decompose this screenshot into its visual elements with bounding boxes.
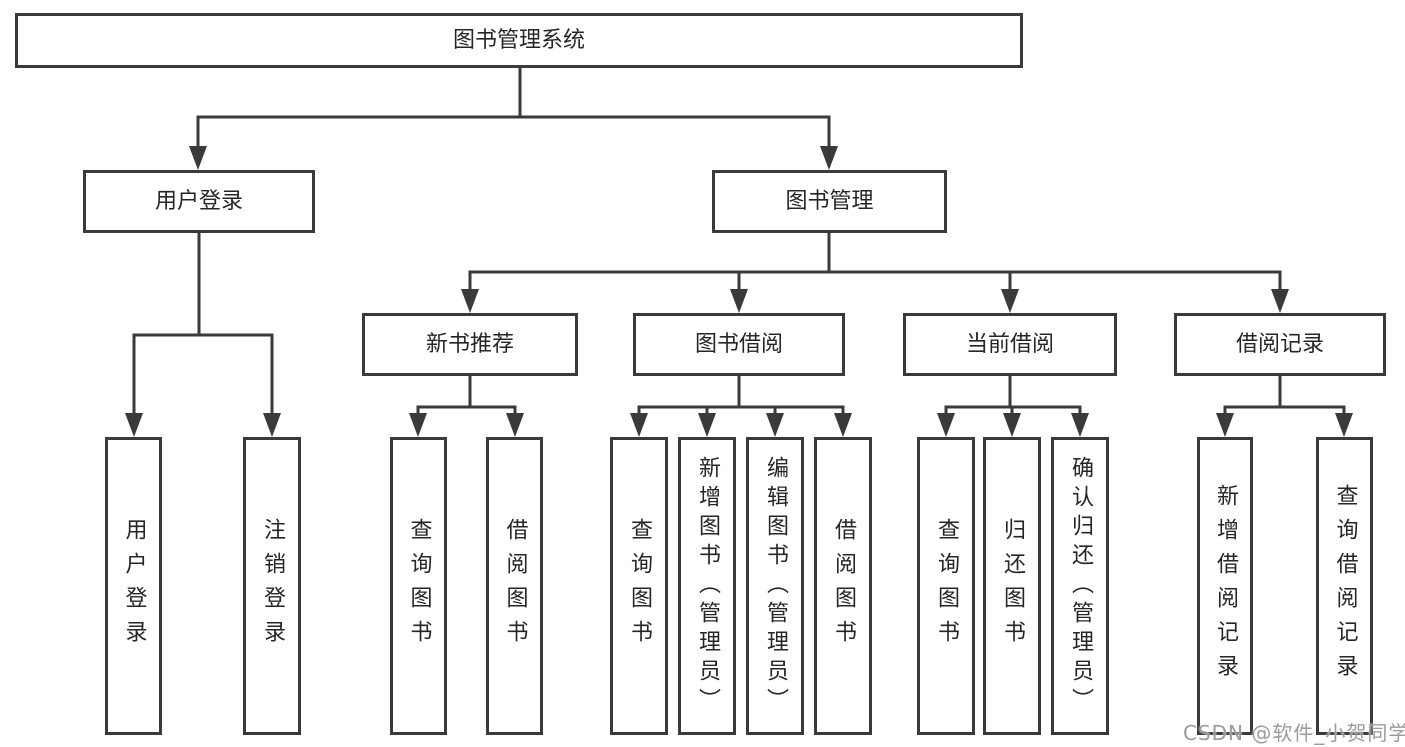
node-label: 归还图书 <box>1000 518 1025 654</box>
node-label: 借阅记录 <box>1235 331 1324 357</box>
node-label: 图书管理系统 <box>452 27 585 53</box>
leaf-current-query-books: 查询图书 <box>917 437 975 735</box>
arrow-down-icon <box>189 146 207 170</box>
arrow-down-icon <box>766 413 784 437</box>
arrow-down-icon <box>698 413 716 437</box>
arrow-down-icon <box>125 413 143 437</box>
arrow-down-icon <box>1003 413 1021 437</box>
arrow-down-icon <box>937 413 955 437</box>
leaf-current-return-books: 归还图书 <box>983 437 1041 735</box>
arrow-down-icon <box>820 146 838 170</box>
node-label: 图书管理 <box>785 188 874 214</box>
node-label: 确认归还（管理员） <box>1068 455 1093 717</box>
leaf-current-confirm-return-admin: 确认归还（管理员） <box>1051 437 1109 735</box>
leaf-borrowing-edit-books-admin: 编辑图书（管理员） <box>746 437 804 735</box>
node-label: 借阅图书 <box>502 518 528 654</box>
node-root-system: 图书管理系统 <box>15 13 1023 68</box>
node-user-login: 用户登录 <box>83 170 315 233</box>
node-label: 借阅图书 <box>831 518 856 654</box>
arrow-down-icon <box>834 413 852 437</box>
csdn-watermark: CSDN @软件_小贺同学 <box>1183 721 1405 745</box>
arrow-down-icon <box>1001 289 1019 313</box>
leaf-recommend-borrow-books: 借阅图书 <box>486 437 543 735</box>
arrow-down-icon <box>730 289 748 313</box>
node-book-borrowing: 图书借阅 <box>633 313 845 376</box>
leaf-records-query-record: 查询借阅记录 <box>1316 437 1373 735</box>
node-book-management: 图书管理 <box>712 170 947 233</box>
node-label: 编辑图书（管理员） <box>763 455 788 717</box>
arrow-down-icon <box>1071 413 1089 437</box>
node-label: 用户登录 <box>154 188 243 214</box>
arrowhead-icons <box>125 146 1353 437</box>
arrow-down-icon <box>1271 289 1289 313</box>
arrow-down-icon <box>1216 413 1234 437</box>
arrow-down-icon <box>506 413 524 437</box>
leaf-user-login: 用户登录 <box>105 437 162 735</box>
node-label: 当前借阅 <box>965 331 1054 357</box>
arrow-down-icon <box>263 413 281 437</box>
connector-lines <box>132 66 1346 418</box>
node-label: 查询借阅记录 <box>1332 484 1358 688</box>
node-borrowing-records: 借阅记录 <box>1174 313 1386 376</box>
leaf-recommend-query-books: 查询图书 <box>390 437 447 735</box>
node-label: 新增借阅记录 <box>1213 484 1238 688</box>
arrow-down-icon <box>461 289 479 313</box>
node-label: 查询图书 <box>627 518 652 654</box>
arrow-down-icon <box>630 413 648 437</box>
leaf-borrowing-query-books: 查询图书 <box>610 437 668 735</box>
node-label: 用户登录 <box>121 518 147 654</box>
node-label: 查询图书 <box>406 518 432 654</box>
node-label: 图书借阅 <box>694 331 783 357</box>
leaf-records-add-record: 新增借阅记录 <box>1197 437 1253 735</box>
node-current-borrowing: 当前借阅 <box>903 313 1117 376</box>
node-label: 新书推荐 <box>425 331 514 357</box>
node-label: 注销登录 <box>260 518 285 654</box>
arrow-down-icon <box>409 413 427 437</box>
leaf-borrowing-borrow-books: 借阅图书 <box>814 437 872 735</box>
arrow-down-icon <box>1335 413 1353 437</box>
leaf-borrowing-add-books-admin: 新增图书（管理员） <box>678 437 736 735</box>
node-new-book-recommend: 新书推荐 <box>362 313 578 376</box>
node-label: 查询图书 <box>934 518 959 654</box>
leaf-logout: 注销登录 <box>243 437 301 735</box>
node-label: 新增图书（管理员） <box>695 455 720 717</box>
